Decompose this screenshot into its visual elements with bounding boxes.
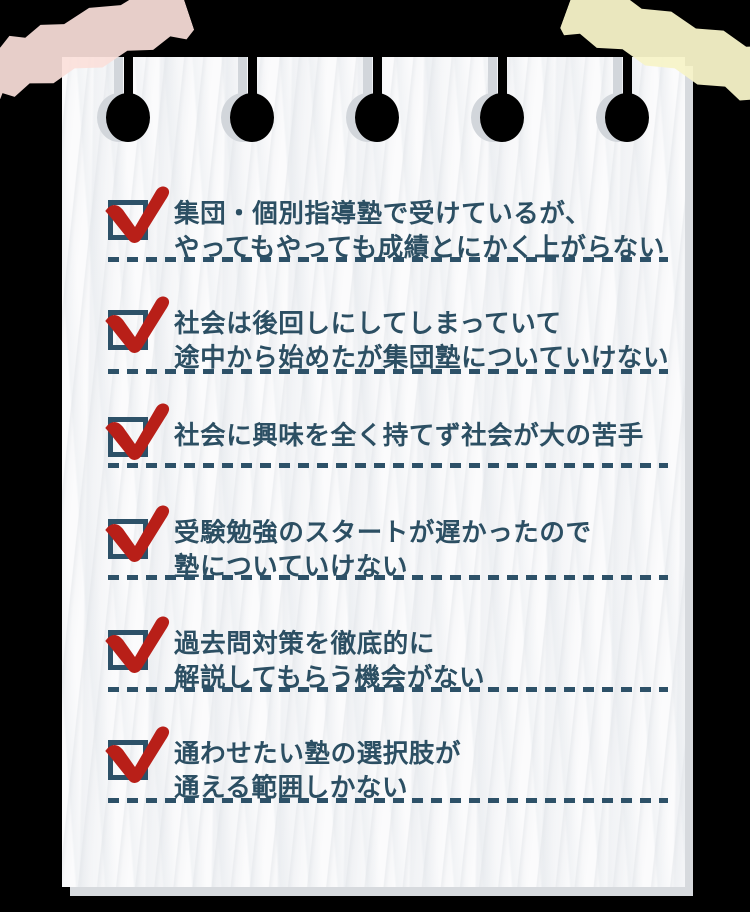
spiral-hole xyxy=(106,93,150,142)
hole-slit xyxy=(373,0,382,105)
dotted-divider xyxy=(108,369,668,374)
checklist-item-inner: 受験勉強のスタートが遅かったので 塾についていけない xyxy=(62,504,685,584)
check-mark-icon xyxy=(100,185,174,247)
checklist-item[interactable]: 社会に興味を全く持てず社会が大の苦手 xyxy=(62,402,685,464)
checkbox-checked-icon[interactable] xyxy=(100,295,174,357)
hole-slit-shadow xyxy=(613,57,622,101)
dotted-divider xyxy=(108,257,668,262)
checklist-item-inner: 社会は後回しにしてしまっていて 途中から始めたが集団塾についていけない xyxy=(62,295,685,375)
hole-slit-shadow xyxy=(488,57,497,101)
checklist-item-label: 受験勉強のスタートが遅かったので 塾についていけない xyxy=(174,518,592,582)
checklist-item-label: 過去問対策を徹底的に 解説してもらう機会がない xyxy=(174,629,486,693)
check-mark-icon xyxy=(100,402,174,464)
checklist-item-inner: 集団・個別指導塾で受けているが、 やってもやっても成績とにかく上がらない xyxy=(62,185,685,265)
checklist-item-inner: 社会に興味を全く持てず社会が大の苦手 xyxy=(62,402,685,464)
checklist-item-inner: 過去問対策を徹底的に 解説してもらう機会がない xyxy=(62,615,685,695)
checklist-item[interactable]: 社会は後回しにしてしまっていて 途中から始めたが集団塾についていけない xyxy=(62,295,685,375)
hole-slit xyxy=(498,0,507,105)
checklist-item[interactable]: 通わせたい塾の選択肢が 通える範囲しかない xyxy=(62,725,685,805)
hole-slit-shadow xyxy=(363,57,372,101)
checkbox-checked-icon[interactable] xyxy=(100,504,174,566)
checkbox-checked-icon[interactable] xyxy=(100,402,174,464)
dotted-divider xyxy=(108,463,668,468)
checkbox-checked-icon[interactable] xyxy=(100,725,174,787)
spiral-hole xyxy=(355,93,399,142)
hole-slit-shadow xyxy=(114,57,123,101)
checklist-item-label: 集団・個別指導塾で受けているが、 やってもやっても成績とにかく上がらない xyxy=(174,199,665,263)
checklist-item[interactable]: 過去問対策を徹底的に 解説してもらう機会がない xyxy=(62,615,685,695)
check-mark-icon xyxy=(100,295,174,357)
spiral-hole xyxy=(480,93,524,142)
checklist-item[interactable]: 集団・個別指導塾で受けているが、 やってもやっても成績とにかく上がらない xyxy=(62,185,685,265)
dotted-divider xyxy=(108,575,668,580)
checklist-item-label: 社会に興味を全く持てず社会が大の苦手 xyxy=(174,421,644,451)
checklist-item-label: 通わせたい塾の選択肢が 通える範囲しかない xyxy=(174,739,462,803)
checklist-item[interactable]: 受験勉強のスタートが遅かったので 塾についていけない xyxy=(62,504,685,584)
hole-slit xyxy=(124,0,133,105)
check-mark-icon xyxy=(100,725,174,787)
hole-slit-shadow xyxy=(238,57,247,101)
checklist-item-inner: 通わせたい塾の選択肢が 通える範囲しかない xyxy=(62,725,685,805)
checkbox-checked-icon[interactable] xyxy=(100,185,174,247)
dotted-divider xyxy=(108,687,668,692)
checkbox-checked-icon[interactable] xyxy=(100,615,174,677)
hole-slit xyxy=(248,0,257,105)
check-mark-icon xyxy=(100,615,174,677)
spiral-hole xyxy=(605,93,649,142)
spiral-hole xyxy=(230,93,274,142)
dotted-divider xyxy=(108,798,668,803)
checklist-item-label: 社会は後回しにしてしまっていて 途中から始めたが集団塾についていけない xyxy=(174,309,670,373)
check-mark-icon xyxy=(100,504,174,566)
